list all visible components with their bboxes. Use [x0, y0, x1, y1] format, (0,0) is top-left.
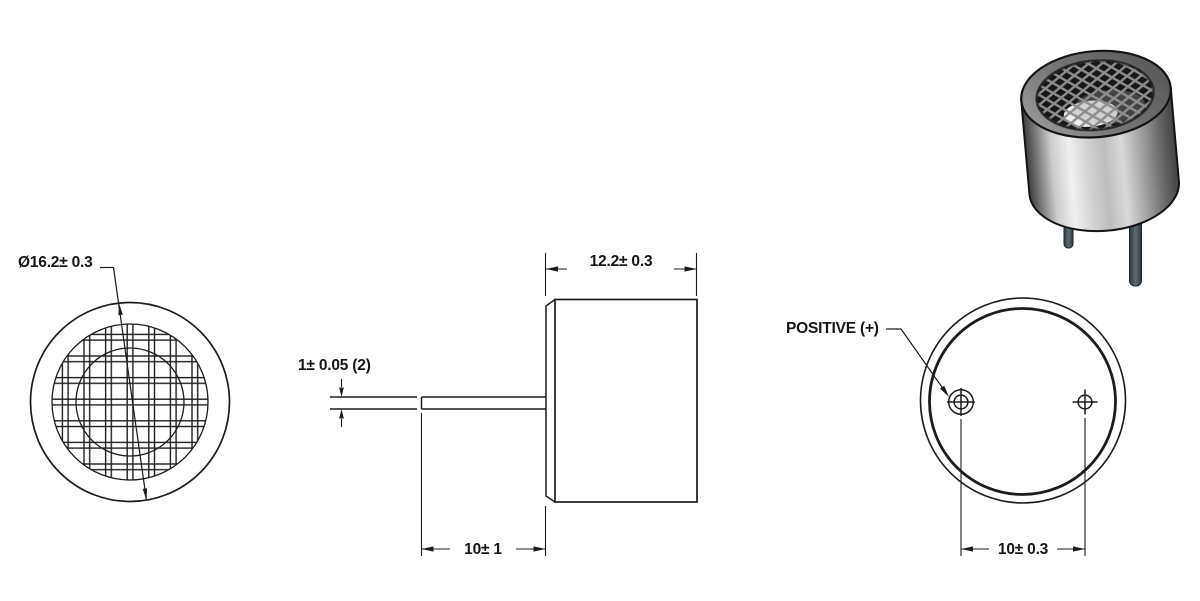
front-diameter-label: Ø16.2± 0.3: [18, 254, 93, 271]
positive-leader: [886, 328, 949, 397]
back-positive-label: POSITIVE (+): [786, 320, 879, 337]
back-view: [886, 297, 1127, 556]
front-view: [29, 266, 231, 503]
side-pin-length-label: 10± 1: [461, 541, 505, 558]
front-outer-circle: [29, 301, 231, 503]
side-pin-segment: [420, 396, 546, 410]
pin-length-dimension: [420, 413, 547, 556]
side-front-cap: [545, 298, 556, 503]
back-outer-circle: [919, 297, 1127, 504]
diameter-dimension: [100, 266, 148, 501]
back-positive-pin: [947, 388, 975, 416]
isometric-view: [1020, 49, 1180, 287]
back-inner-circle: [928, 307, 1117, 496]
side-width-label: 12.2± 0.3: [586, 253, 656, 270]
side-view: [330, 253, 698, 556]
side-pin-thickness-label: 1± 0.05 (2): [298, 357, 371, 374]
side-body: [554, 298, 698, 503]
iso-mesh-face: [1035, 59, 1155, 132]
back-negative-pin: [1072, 389, 1098, 415]
pin-spacing-dimension: [960, 418, 1086, 556]
pin-thickness-dimension: [339, 379, 344, 427]
side-pin-far-segment: [330, 396, 417, 410]
front-mesh: [51, 323, 209, 481]
back-pin-spacing-label: 10± 0.3: [994, 541, 1052, 558]
width-dimension: [544, 253, 698, 296]
